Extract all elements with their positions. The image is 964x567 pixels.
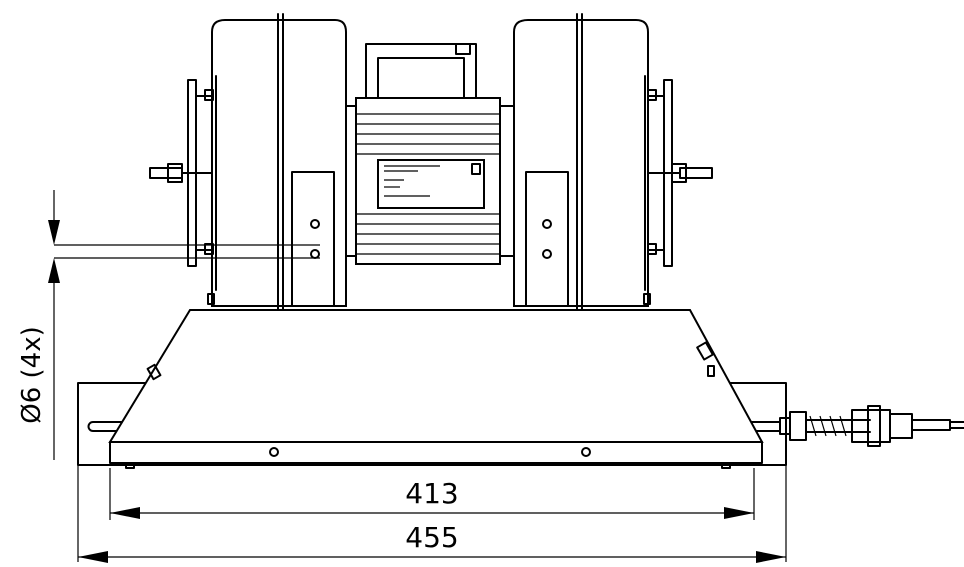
trapezoid-housing	[108, 309, 764, 469]
dimension-413-label: 413	[405, 477, 458, 510]
dimension-lines	[48, 190, 787, 563]
dimension-455-label: 455	[405, 521, 458, 554]
motor	[345, 43, 515, 265]
mount-hole	[310, 219, 320, 229]
screw-right	[581, 447, 591, 457]
mount-hole	[542, 219, 552, 229]
cable-connector	[779, 405, 964, 447]
left-wheel	[149, 13, 347, 311]
nameplate	[377, 159, 485, 209]
screw-left	[269, 447, 279, 457]
mount-hole	[542, 249, 552, 259]
hole-diameter-label: Ø6 (4x)	[17, 326, 47, 424]
right-wheel	[513, 13, 713, 311]
